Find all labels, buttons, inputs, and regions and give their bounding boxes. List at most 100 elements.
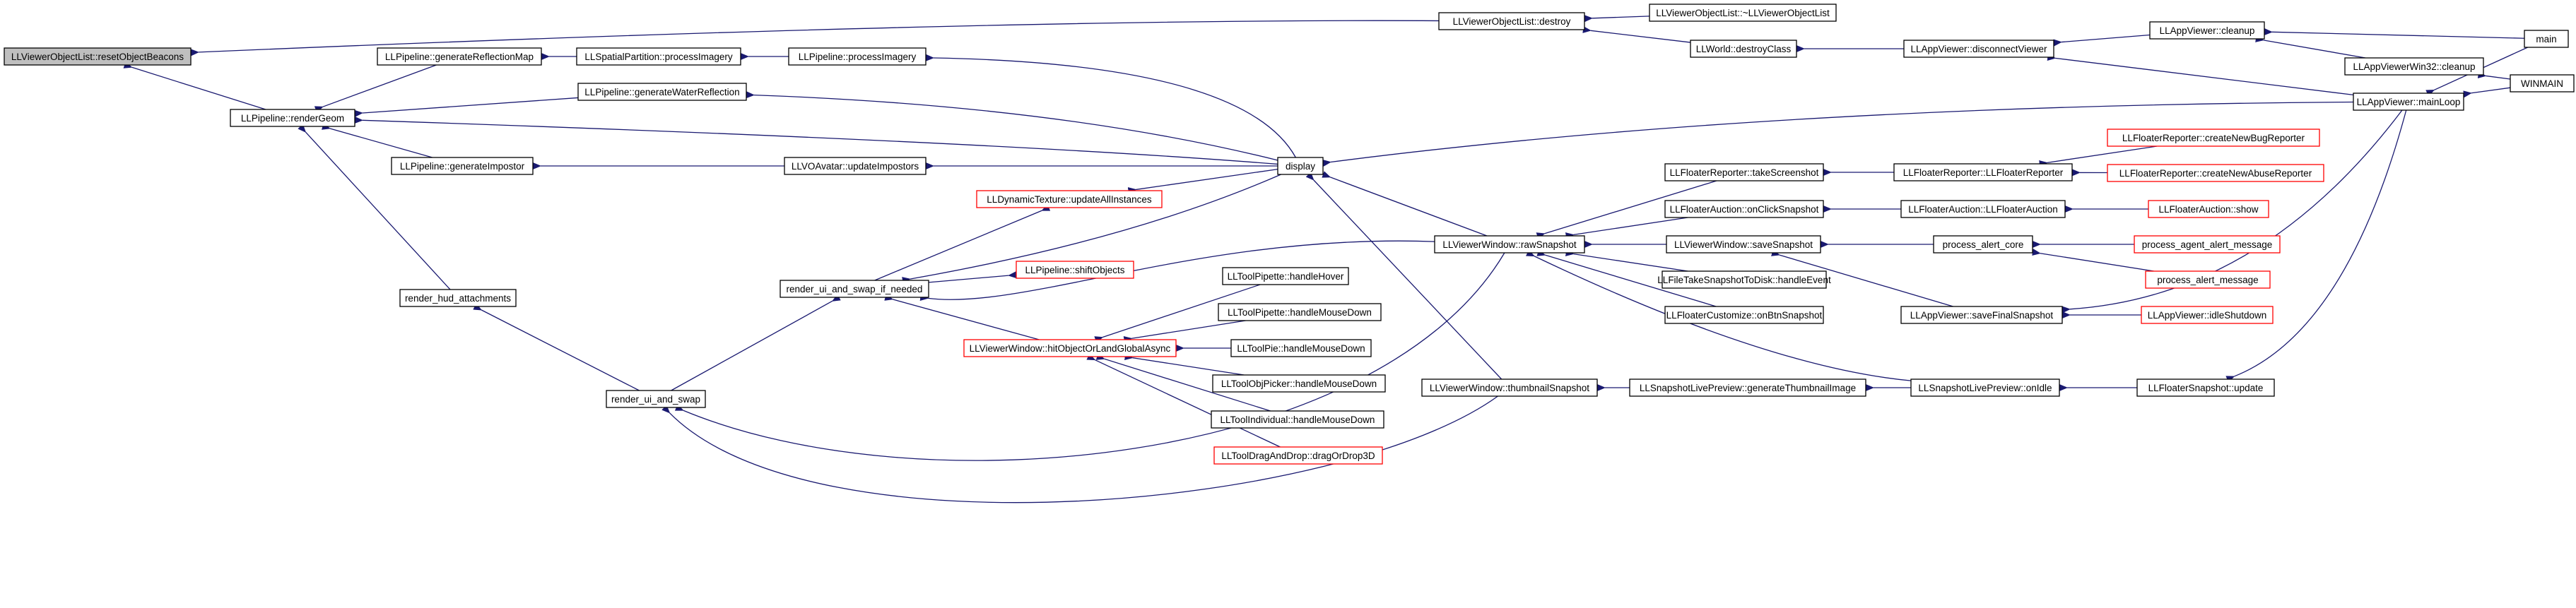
- node-box-takeScreenshot[interactable]: [1664, 163, 1824, 181]
- node-box-alertMsg[interactable]: [2145, 270, 2271, 289]
- node-win32cleanup[interactable]: LLAppViewerWin32::cleanup: [2344, 57, 2484, 76]
- node-rawSnapshot[interactable]: LLViewerWindow::rawSnapshot: [1434, 235, 1585, 254]
- node-box-listDestroy[interactable]: [1438, 12, 1585, 30]
- node-box-genThumb[interactable]: [1629, 378, 1866, 397]
- node-genThumb[interactable]: LLSnapshotLivePreview::generateThumbnail…: [1629, 378, 1866, 397]
- node-pipetteHover[interactable]: LLToolPipette::handleHover: [1222, 267, 1349, 285]
- node-box-onIdle[interactable]: [1910, 378, 2060, 397]
- node-toDisk[interactable]: LLFileTakeSnapshotToDisk::handleEvent: [1657, 270, 1831, 289]
- node-box-agentAlert[interactable]: [2134, 235, 2281, 254]
- node-objPicker[interactable]: LLToolObjPicker::handleMouseDown: [1212, 374, 1386, 393]
- node-box-saveSnapshot[interactable]: [1666, 235, 1821, 254]
- node-snapUpdate[interactable]: LLFloaterSnapshot::update: [2136, 378, 2275, 397]
- node-winmain[interactable]: WINMAIN: [2510, 74, 2575, 93]
- node-pieDown[interactable]: LLToolPie::handleMouseDown: [1230, 339, 1372, 357]
- node-box-rawSnapshot[interactable]: [1434, 235, 1585, 254]
- node-box-idleShutdown[interactable]: [2141, 306, 2274, 324]
- node-display[interactable]: display: [1277, 157, 1324, 175]
- node-disconnect[interactable]: LLAppViewer::disconnectViewer: [1903, 40, 2054, 58]
- node-box-display[interactable]: [1277, 157, 1324, 175]
- node-auctionShow[interactable]: LLFloaterAuction::show: [2148, 200, 2269, 218]
- node-genImpostor[interactable]: LLPipeline::generateImpostor: [391, 157, 534, 175]
- node-mainLoop[interactable]: LLAppViewer::mainLoop: [2353, 93, 2464, 111]
- node-box-auctionShow[interactable]: [2148, 200, 2269, 218]
- node-box-spatialProc[interactable]: [576, 47, 741, 66]
- node-box-hitObject[interactable]: [963, 339, 1177, 357]
- node-box-pipeProc[interactable]: [788, 47, 927, 66]
- node-thumbnail[interactable]: LLViewerWindow::thumbnailSnapshot: [1421, 378, 1598, 397]
- node-box-thumbnail[interactable]: [1421, 378, 1598, 397]
- node-box-genReflMap[interactable]: [377, 47, 542, 66]
- node-box-main[interactable]: [2524, 30, 2569, 48]
- node-swapIfNeeded[interactable]: render_ui_and_swap_if_needed: [780, 280, 929, 298]
- node-box-resetObjectBeacons[interactable]: [4, 47, 192, 66]
- node-swap[interactable]: render_ui_and_swap: [606, 390, 706, 408]
- node-newAbuse[interactable]: LLFloaterReporter::createNewAbuseReporte…: [2107, 164, 2324, 182]
- node-shiftObjects[interactable]: LLPipeline::shiftObjects: [1016, 261, 1134, 279]
- node-pipetteDown[interactable]: LLToolPipette::handleMouseDown: [1218, 303, 1382, 321]
- node-box-reporterCtor[interactable]: [1893, 163, 2073, 181]
- node-individual[interactable]: LLToolIndividual::handleMouseDown: [1211, 410, 1384, 429]
- node-saveSnapshot[interactable]: LLViewerWindow::saveSnapshot: [1666, 235, 1821, 254]
- node-destroyClass[interactable]: LLWorld::destroyClass: [1690, 40, 1797, 58]
- node-box-customize[interactable]: [1664, 306, 1824, 324]
- node-box-genImpostor[interactable]: [391, 157, 534, 175]
- node-box-destroyClass[interactable]: [1690, 40, 1797, 58]
- node-spatialProc[interactable]: LLSpatialPartition::processImagery: [576, 47, 741, 66]
- node-box-finalSnapshot[interactable]: [1900, 306, 2063, 324]
- node-reporterCtor[interactable]: LLFloaterReporter::LLFloaterReporter: [1893, 163, 2073, 181]
- node-pipeProc[interactable]: LLPipeline::processImagery: [788, 47, 927, 66]
- node-renderGeom[interactable]: LLPipeline::renderGeom: [230, 109, 355, 127]
- node-agentAlert[interactable]: process_agent_alert_message: [2134, 235, 2281, 254]
- node-alertMsg[interactable]: process_alert_message: [2145, 270, 2271, 289]
- node-box-auctionClick[interactable]: [1664, 200, 1824, 218]
- node-box-dragDrop[interactable]: [1213, 446, 1383, 465]
- node-box-renderGeom[interactable]: [230, 109, 355, 127]
- node-customize[interactable]: LLFloaterCustomize::onBtnSnapshot: [1664, 306, 1824, 324]
- node-alertCore[interactable]: process_alert_core: [1933, 235, 2033, 254]
- node-hud[interactable]: render_hud_attachments: [399, 289, 517, 307]
- node-listDestroy[interactable]: LLViewerObjectList::destroy: [1438, 12, 1585, 30]
- node-finalSnapshot[interactable]: LLAppViewer::saveFinalSnapshot: [1900, 306, 2063, 324]
- node-auctionClick[interactable]: LLFloaterAuction::onClickSnapshot: [1664, 200, 1824, 218]
- node-updImpostors[interactable]: LLVOAvatar::updateImpostors: [784, 157, 927, 175]
- node-box-win32cleanup[interactable]: [2344, 57, 2484, 76]
- node-box-pipetteHover[interactable]: [1222, 267, 1349, 285]
- node-box-swapIfNeeded[interactable]: [780, 280, 929, 298]
- node-box-genWater[interactable]: [577, 83, 747, 101]
- node-box-hud[interactable]: [399, 289, 517, 307]
- node-main[interactable]: main: [2524, 30, 2569, 48]
- node-box-cleanup[interactable]: [2149, 21, 2265, 40]
- node-box-objPicker[interactable]: [1212, 374, 1386, 393]
- node-newBug[interactable]: LLFloaterReporter::createNewBugReporter: [2107, 129, 2320, 147]
- node-box-winmain[interactable]: [2510, 74, 2575, 93]
- node-box-dynTex[interactable]: [976, 190, 1163, 208]
- node-genReflMap[interactable]: LLPipeline::generateReflectionMap: [377, 47, 542, 66]
- node-idleShutdown[interactable]: LLAppViewer::idleShutdown: [2141, 306, 2274, 324]
- node-box-updImpostors[interactable]: [784, 157, 927, 175]
- node-box-listDtor[interactable]: [1649, 4, 1837, 22]
- node-dragDrop[interactable]: LLToolDragAndDrop::dragOrDrop3D: [1213, 446, 1383, 465]
- node-genWater[interactable]: LLPipeline::generateWaterReflection: [577, 83, 747, 101]
- node-box-toDisk[interactable]: [1662, 270, 1827, 289]
- node-box-newAbuse[interactable]: [2107, 164, 2324, 182]
- node-auctionCtor[interactable]: LLFloaterAuction::LLFloaterAuction: [1900, 200, 2066, 218]
- node-box-pieDown[interactable]: [1230, 339, 1372, 357]
- node-onIdle[interactable]: LLSnapshotLivePreview::onIdle: [1910, 378, 2060, 397]
- node-box-shiftObjects[interactable]: [1016, 261, 1134, 279]
- node-box-snapUpdate[interactable]: [2136, 378, 2275, 397]
- node-box-mainLoop[interactable]: [2353, 93, 2464, 111]
- node-resetObjectBeacons[interactable]: LLViewerObjectList::resetObjectBeacons: [4, 47, 192, 66]
- node-dynTex[interactable]: LLDynamicTexture::updateAllInstances: [976, 190, 1163, 208]
- node-box-swap[interactable]: [606, 390, 706, 408]
- node-box-pipetteDown[interactable]: [1218, 303, 1382, 321]
- node-box-individual[interactable]: [1211, 410, 1384, 429]
- node-box-newBug[interactable]: [2107, 129, 2320, 147]
- node-listDtor[interactable]: LLViewerObjectList::~LLViewerObjectList: [1649, 4, 1837, 22]
- node-box-alertCore[interactable]: [1933, 235, 2033, 254]
- node-box-disconnect[interactable]: [1903, 40, 2054, 58]
- node-hitObject[interactable]: LLViewerWindow::hitObjectOrLandGlobalAsy…: [963, 339, 1177, 357]
- node-takeScreenshot[interactable]: LLFloaterReporter::takeScreenshot: [1664, 163, 1824, 181]
- node-cleanup[interactable]: LLAppViewer::cleanup: [2149, 21, 2265, 40]
- node-box-auctionCtor[interactable]: [1900, 200, 2066, 218]
